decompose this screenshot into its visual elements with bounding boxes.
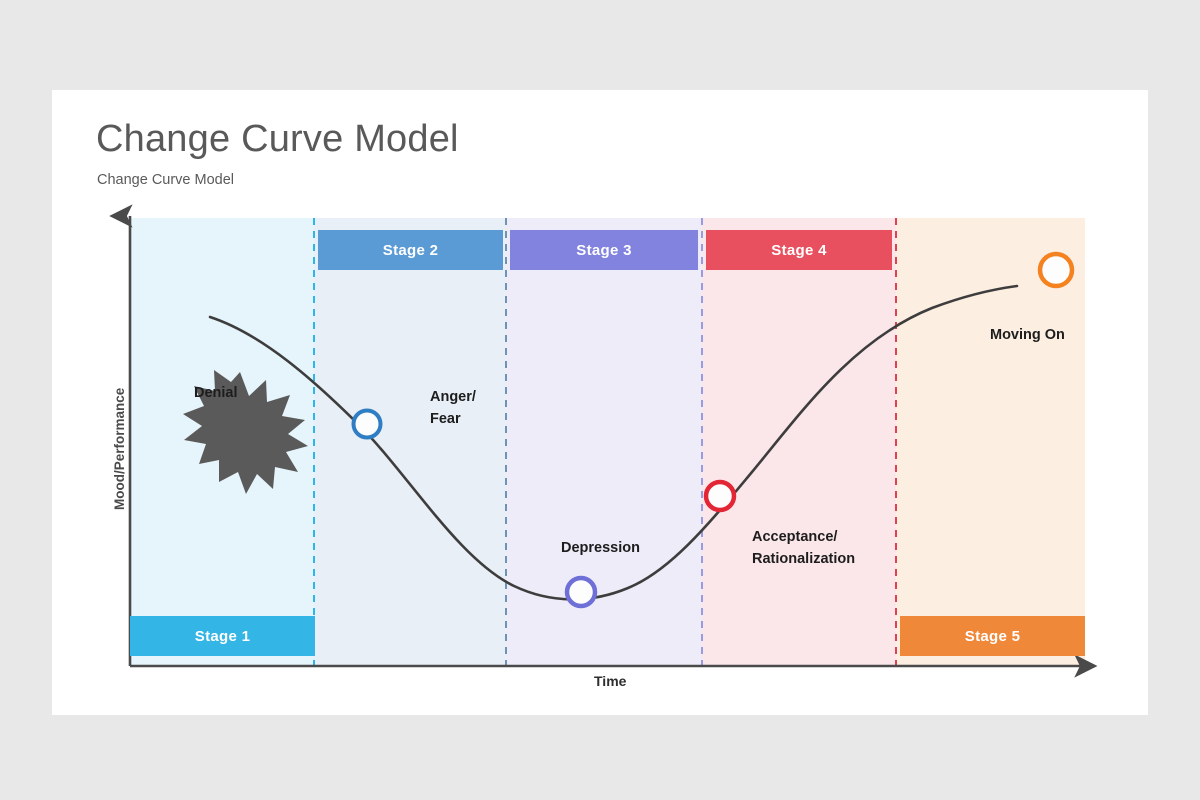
stage-chip-1-label: Stage 1: [194, 627, 251, 645]
label-moving-on: Moving On: [990, 327, 1065, 343]
label-depression: Depression: [561, 540, 640, 556]
stage-chip-2[interactable]: Stage 2: [318, 230, 503, 270]
stage-band-3: [506, 218, 702, 666]
stage-band-5: [896, 218, 1085, 666]
stage-chip-3[interactable]: Stage 3: [510, 230, 698, 270]
stage-band-2: [314, 218, 506, 666]
marker-anger-fear[interactable]: [351, 408, 383, 440]
change-curve-chart: Stage 1 Stage 2 Stage 3 Stage 4 Stage 5 …: [52, 90, 1148, 715]
stage-chip-2-label: Stage 2: [382, 241, 439, 259]
label-denial: Denial: [194, 385, 238, 401]
chart-canvas: [109, 204, 1098, 678]
stage-chip-5-label: Stage 5: [964, 627, 1021, 645]
stage-chip-4-label: Stage 4: [771, 241, 827, 259]
y-axis-label: Mood/Performance: [112, 387, 127, 510]
slide-card: Change Curve Model Change Curve Model: [52, 90, 1148, 715]
marker-acceptance[interactable]: [703, 479, 737, 513]
marker-depression[interactable]: [564, 575, 598, 609]
label-acceptance: Acceptance/ Rationalization: [752, 529, 856, 568]
x-axis-label: Time: [594, 673, 627, 689]
stage-band-4: [702, 218, 896, 666]
stage-chip-5[interactable]: Stage 5: [900, 616, 1085, 656]
stage-chip-4[interactable]: Stage 4: [706, 230, 892, 270]
page-title: Change Curve Model: [96, 118, 459, 160]
starburst-icon: [183, 370, 308, 494]
stage-chip-3-label: Stage 3: [576, 241, 632, 259]
label-anger-fear: Anger/ Fear: [430, 389, 476, 428]
page-subtitle: Change Curve Model: [97, 172, 235, 188]
stage-chip-1[interactable]: Stage 1: [130, 616, 315, 656]
marker-moving-on[interactable]: [1037, 251, 1075, 289]
